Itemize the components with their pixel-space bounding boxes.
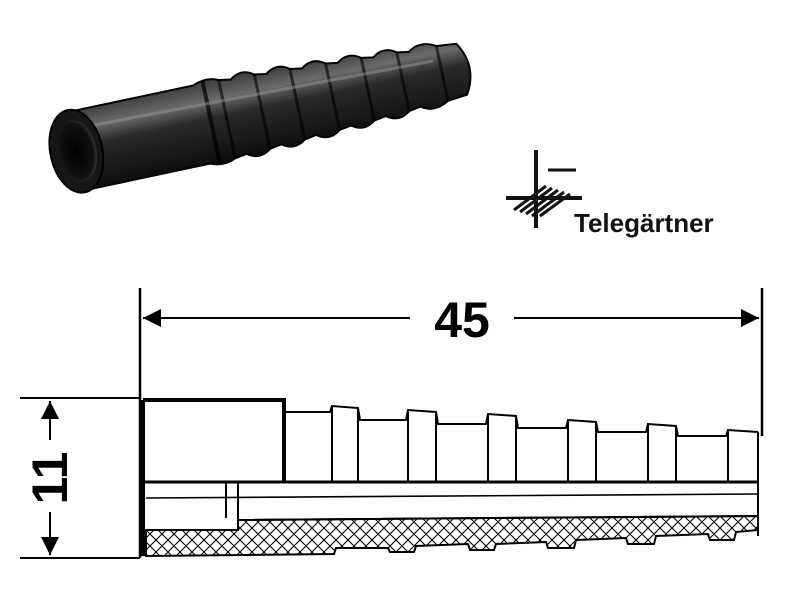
collar-outline [141, 398, 286, 556]
brand-name: Telegärtner [574, 208, 714, 238]
part-photo [48, 42, 472, 194]
telegartner-logo: Telegärtner [506, 150, 714, 238]
rib-lines [331, 406, 759, 536]
inner-bore [225, 482, 759, 522]
logo-mark-icon [506, 150, 582, 228]
height-dimension-label: 11 [22, 452, 78, 505]
hatched-section [145, 514, 759, 558]
inner-bore-top [145, 493, 759, 499]
length-dimension-label: 45 [434, 292, 490, 348]
technical-drawing [20, 288, 764, 559]
rib-profile [284, 404, 759, 437]
